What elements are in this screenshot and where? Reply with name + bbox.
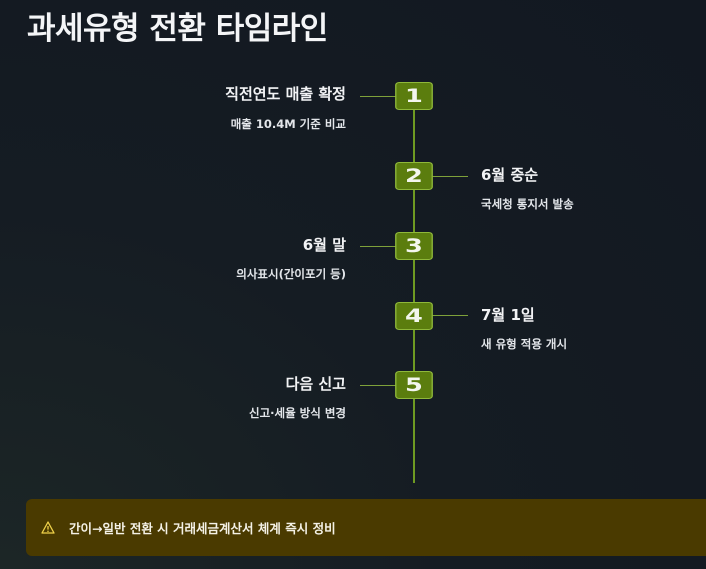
timeline-step-5-desc: 신고·세율 방식 변경 bbox=[248, 406, 346, 420]
timeline-connector bbox=[360, 385, 400, 386]
page-title: 과세유형 전환 타임라인 bbox=[27, 11, 328, 47]
timeline-step-4-marker: 4 bbox=[395, 302, 433, 330]
timeline-step-1-desc: 매출 10.4M 기준 비교 bbox=[230, 117, 346, 131]
timeline-step-2-desc: 국세청 통지서 발송 bbox=[481, 197, 574, 211]
timeline-connector bbox=[360, 96, 400, 97]
timeline-step-5-title: 다음 신고 bbox=[285, 375, 346, 393]
timeline-step-1-title: 직전연도 매출 확정 bbox=[225, 85, 346, 103]
timeline-step-5-marker: 5 bbox=[395, 371, 433, 399]
timeline-step-2-marker: 2 bbox=[395, 162, 433, 190]
warning-banner: 간이→일반 전환 시 거래세금계산서 체계 즉시 정비 bbox=[26, 499, 706, 556]
warning-icon bbox=[41, 521, 55, 534]
timeline-axis bbox=[413, 96, 415, 483]
warning-banner-text: 간이→일반 전환 시 거래세금계산서 체계 즉시 정비 bbox=[69, 521, 336, 536]
timeline-step-1-marker: 1 bbox=[395, 82, 433, 110]
timeline-step-4-desc: 새 유형 적용 개시 bbox=[481, 337, 568, 351]
timeline-connector bbox=[360, 246, 400, 247]
timeline-step-3-desc: 의사표시(간이포기 등) bbox=[236, 267, 346, 281]
timeline-step-4-title: 7월 1일 bbox=[481, 306, 535, 324]
timeline-step-2-title: 6월 중순 bbox=[481, 166, 539, 184]
timeline-step-3-title: 6월 말 bbox=[302, 236, 346, 254]
timeline-step-3-marker: 3 bbox=[395, 232, 433, 260]
timeline-connector bbox=[428, 315, 468, 316]
timeline-connector bbox=[428, 176, 468, 177]
timeline: 1 직전연도 매출 확정 매출 10.4M 기준 비교 2 6월 중순 국세청 … bbox=[225, 82, 574, 483]
